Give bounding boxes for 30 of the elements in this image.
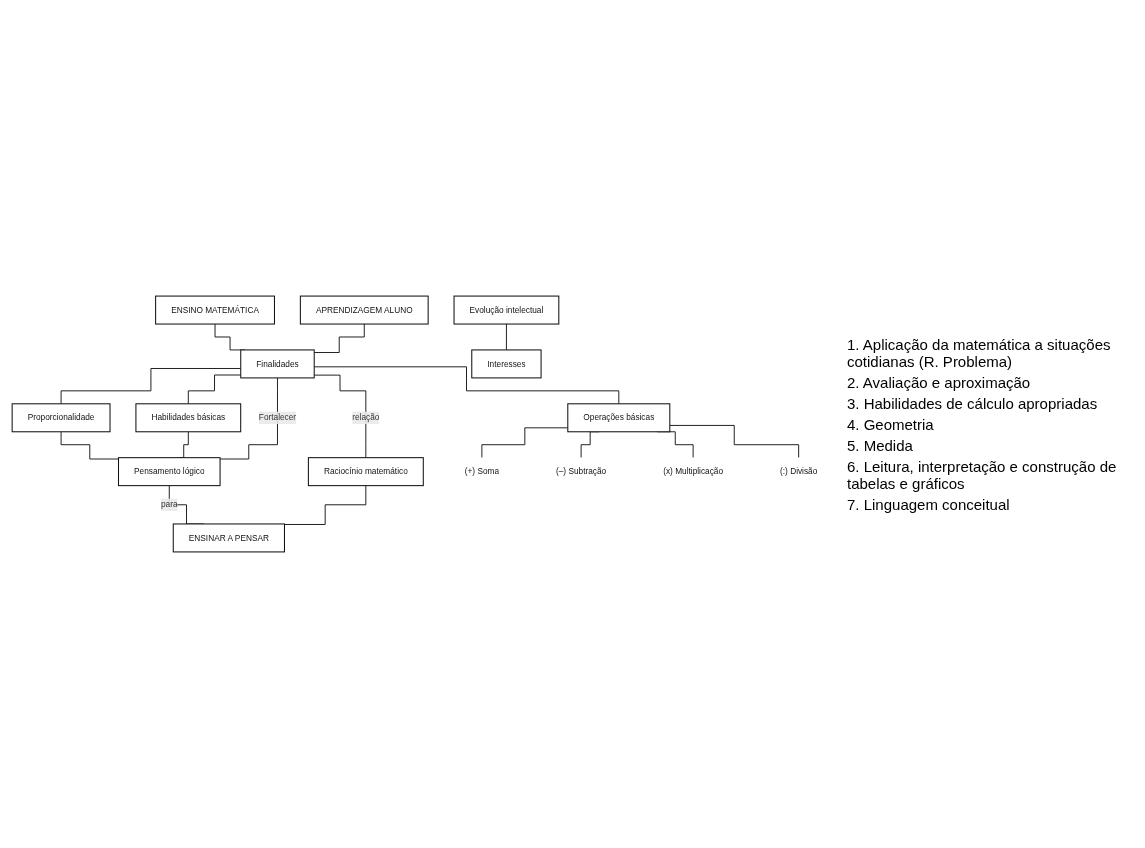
node-box: Pensamento lógico	[118, 457, 221, 487]
node-box: Habilidades básicas	[135, 403, 242, 433]
node-box: Proporcionalidade	[11, 403, 111, 433]
node-box: Interesses	[471, 349, 542, 379]
list-item: 4. Geometria	[847, 415, 935, 433]
list-item: 3. Habilidades de cálculo apropriadas	[847, 394, 1099, 412]
node-box: Operações básicas	[567, 403, 671, 433]
node-box: Raciocínio matemático	[307, 457, 424, 487]
connector	[505, 323, 507, 351]
connector	[669, 424, 800, 459]
connector	[60, 431, 119, 460]
node-box: Evolução intelectual	[453, 295, 560, 325]
node-text: (–) Subtração	[556, 466, 607, 476]
list-item: 7. Linguagem conceitual	[847, 495, 1011, 513]
node-text: (:) Divisão	[780, 466, 818, 476]
edge-label: relação	[352, 413, 380, 422]
list-item: 5. Medida	[847, 436, 914, 454]
node-box: Finalidades	[240, 349, 315, 379]
list-item: 6. Leitura, interpretação e construção de tabelas e gráficos	[847, 457, 1118, 492]
list-item: 1. Aplicação da matemática a situações cotidianas (R. Problema)	[847, 335, 1112, 370]
edge-label: para	[160, 500, 178, 509]
node-text: (+) Soma	[464, 466, 500, 476]
node-box: ENSINAR A PENSAR	[172, 523, 285, 553]
connector	[219, 377, 278, 460]
node-text: (x) Multiplicação	[663, 466, 724, 476]
list-item: 2. Avaliação e aproximação	[847, 373, 1032, 391]
node-box: ENSINO MATEMÁTICA	[155, 295, 275, 325]
node-box: APRENDIZAGEM ALUNO	[299, 295, 429, 325]
connector	[284, 485, 367, 525]
edge-label: Fortalecer	[258, 413, 297, 422]
